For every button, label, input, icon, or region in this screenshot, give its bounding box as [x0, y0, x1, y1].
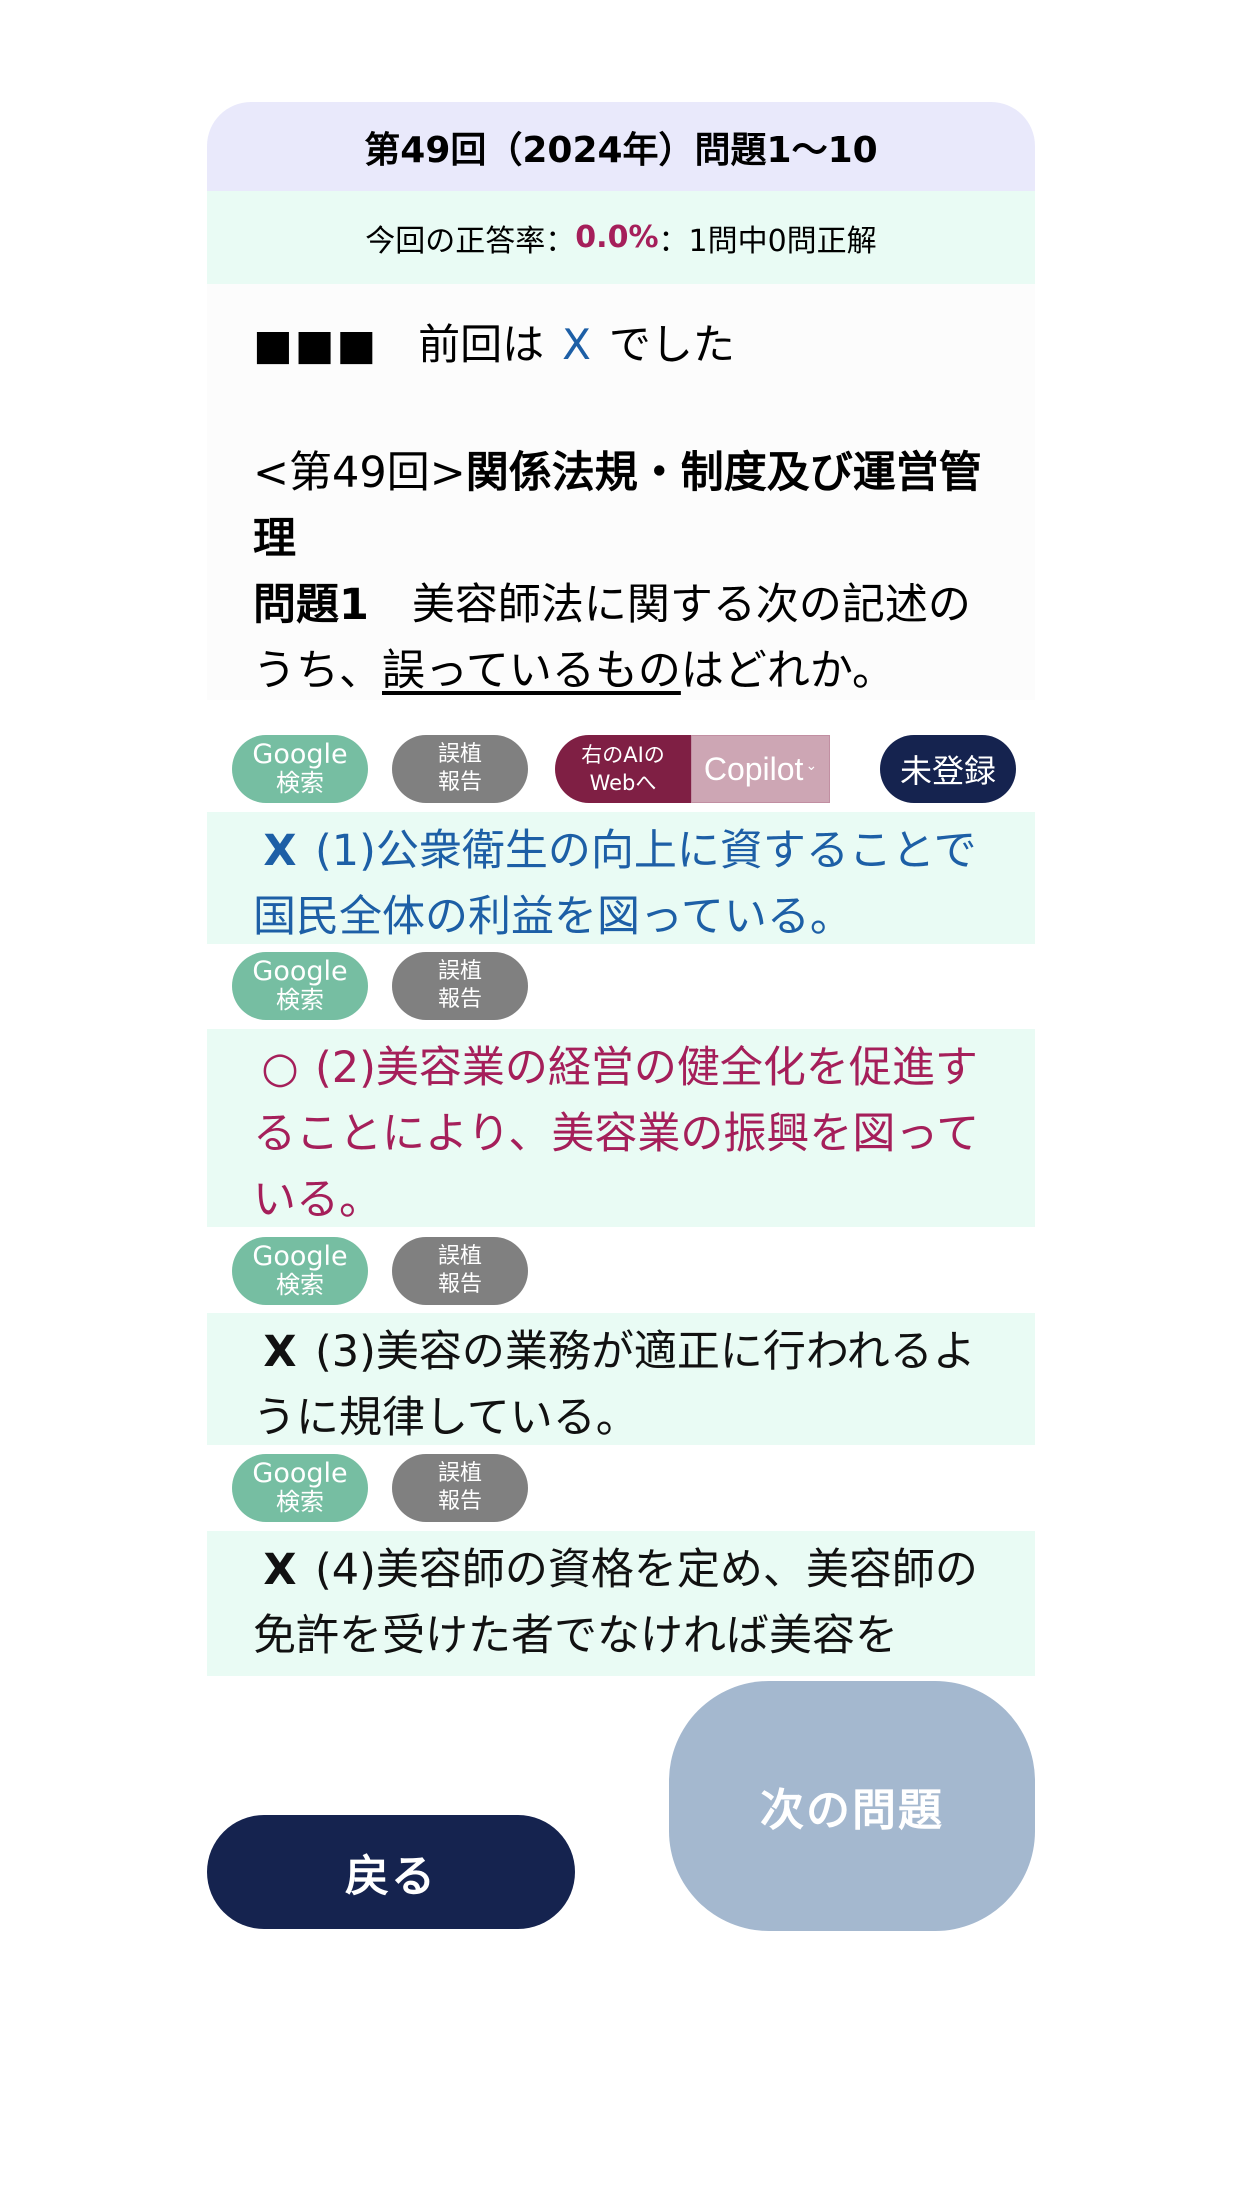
google-search-label-2: 検索: [276, 769, 324, 797]
google-search-label-1: Google: [252, 1241, 348, 1272]
choice-button-row: Google 検索 誤植 報告: [232, 952, 528, 1020]
choice-item[interactable]: X(4)美容師の資格を定め、美容師の免許を受けた者でなければ美容を: [207, 1531, 1035, 1676]
typo-report-label-2: 報告: [437, 770, 482, 795]
previous-result-suffix: でした: [608, 320, 735, 369]
typo-report-label-2: 報告: [437, 1489, 482, 1514]
wrong-mark-icon: X: [263, 1545, 297, 1595]
choice-item[interactable]: X(1)公衆衛生の向上に資することで国民全体の利益を図っている。: [207, 812, 1035, 944]
google-search-label-2: 検索: [276, 1488, 324, 1516]
choice-item[interactable]: ○(2)美容業の経営の健全化を促進することにより、美容業の振興を図っている。: [207, 1029, 1035, 1227]
choice-text: (2)美容業の経営の健全化を促進することにより、美容業の振興を図っている。: [253, 1043, 980, 1225]
page-title-text: 第49回（2024年）問題1〜10: [364, 129, 878, 171]
correct-rate-percent: 0.0%: [575, 220, 659, 255]
correct-rate-suffix: ：1問中0問正解: [658, 223, 877, 259]
google-search-button[interactable]: Google 検索: [232, 1454, 368, 1522]
typo-report-button[interactable]: 誤植 報告: [392, 952, 528, 1020]
question-body-underlined: 誤っているもの: [382, 646, 681, 696]
question-body-2: はどれか。: [680, 646, 895, 696]
google-search-label-2: 検索: [276, 986, 324, 1014]
previous-result-mark: X: [562, 320, 591, 369]
question-subject: 関係法規・制度及び運営管理: [253, 448, 982, 564]
google-search-button[interactable]: Google 検索: [232, 952, 368, 1020]
ai-web-combo: 右のAIの Webへ Copilot⌄: [555, 735, 830, 803]
next-question-label: 次の問題: [760, 1785, 944, 1836]
typo-report-button[interactable]: 誤植 報告: [392, 735, 528, 803]
choice-button-row: Google 検索 誤植 報告: [232, 1454, 528, 1522]
question-button-row: Google 検索 誤植 報告: [232, 735, 528, 803]
question-number: 問題1: [253, 580, 369, 630]
question-text: <第49回>関係法規・制度及び運営管理 問題1 美容師法に関する次の記述のうち、…: [253, 440, 989, 700]
wrong-mark-icon: X: [263, 1327, 297, 1377]
unregistered-button[interactable]: 未登録: [880, 735, 1016, 803]
back-label: 戻る: [345, 1851, 437, 1902]
typo-report-label-2: 報告: [437, 987, 482, 1012]
choice-item[interactable]: X(3)美容の業務が適正に行われるように規律している。: [207, 1313, 1035, 1445]
page-title: 第49回（2024年）問題1〜10: [207, 102, 1035, 191]
choice-text: (3)美容の業務が適正に行われるように規律している。: [253, 1327, 976, 1443]
choice-text: (1)公衆衛生の向上に資することで国民全体の利益を図っている。: [253, 826, 977, 942]
typo-report-label-1: 誤植: [437, 1461, 482, 1486]
ai-select-dropdown[interactable]: Copilot⌄: [691, 735, 830, 803]
choice-text: (4)美容師の資格を定め、美容師の免許を受けた者でなければ美容を: [253, 1545, 978, 1661]
previous-result: ■■■ 前回は X でした: [253, 314, 989, 376]
question-body-1: 美容師法に関する次の記述のうち、: [253, 580, 971, 696]
google-search-button[interactable]: Google 検索: [232, 1237, 368, 1305]
google-search-button[interactable]: Google 検索: [232, 735, 368, 803]
correct-rate-prefix: 今回の正答率：: [365, 223, 576, 259]
unregistered-label: 未登録: [899, 752, 996, 790]
correct-rate-bar: 今回の正答率：0.0%：1問中0問正解: [207, 191, 1035, 284]
typo-report-label-1: 誤植: [437, 742, 482, 767]
correct-mark-icon: ○: [261, 1043, 299, 1093]
typo-report-label-1: 誤植: [437, 959, 482, 984]
google-search-label-1: Google: [252, 1458, 348, 1489]
next-question-button[interactable]: 次の問題: [669, 1681, 1035, 1931]
ai-web-label-1: 右のAIの: [581, 743, 665, 767]
google-search-label-2: 検索: [276, 1271, 324, 1299]
typo-report-label-2: 報告: [437, 1272, 482, 1297]
ai-web-button[interactable]: 右のAIの Webへ: [555, 735, 691, 803]
google-search-label-1: Google: [252, 956, 348, 987]
google-search-label-1: Google: [252, 739, 348, 770]
typo-report-button[interactable]: 誤植 報告: [392, 1237, 528, 1305]
ai-web-label-2: Webへ: [589, 771, 657, 795]
typo-report-button[interactable]: 誤植 報告: [392, 1454, 528, 1522]
typo-report-label-1: 誤植: [437, 1244, 482, 1269]
previous-result-prefix: 前回は: [418, 320, 545, 369]
question-session: <第49回>: [253, 448, 466, 498]
choice-button-row: Google 検索 誤植 報告: [232, 1237, 528, 1305]
back-button[interactable]: 戻る: [207, 1815, 575, 1929]
question-panel: ■■■ 前回は X でした <第49回>関係法規・制度及び運営管理 問題1 美容師法に…: [207, 284, 1035, 700]
chevron-down-icon: ⌄: [805, 756, 818, 773]
ai-select-value: Copilot: [703, 750, 804, 787]
history-squares: ■■■: [253, 320, 379, 369]
wrong-mark-icon: X: [263, 826, 297, 876]
